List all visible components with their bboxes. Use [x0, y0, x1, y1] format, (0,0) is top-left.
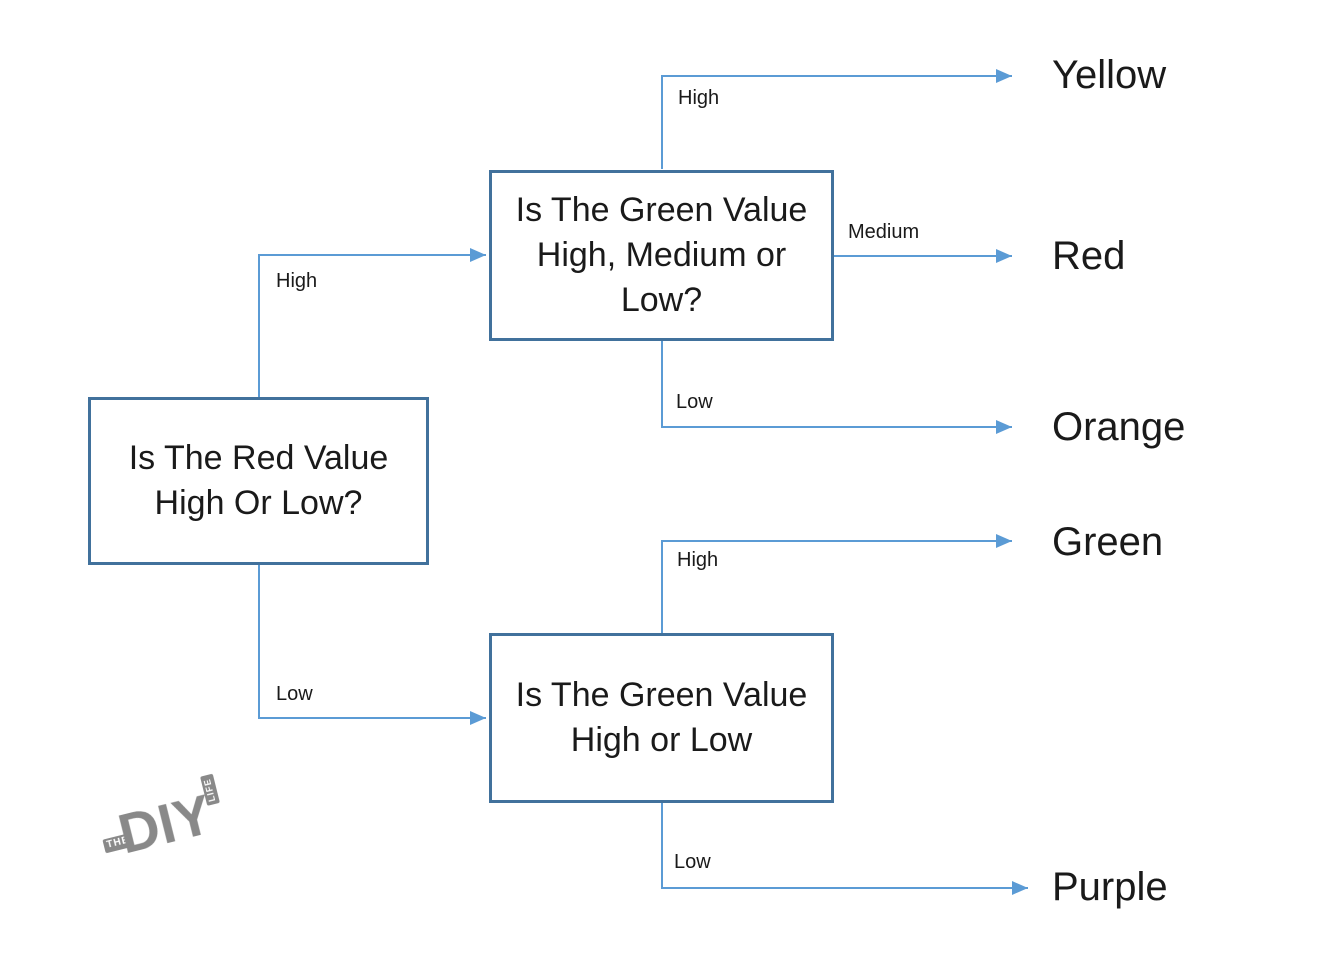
node-green-value-high-medium-low-question: Is The Green Value High, Medium or Low? — [489, 170, 834, 341]
connector-hl-low-to-purple — [661, 803, 1028, 895]
connector-root-high-to-green-hml — [258, 248, 486, 397]
outcome-green: Green — [1052, 520, 1164, 565]
branch-label-hl-low: Low — [674, 851, 711, 873]
branch-label-hml-low: Low — [676, 391, 713, 413]
outcome-yellow: Yellow — [1052, 53, 1167, 98]
branch-label-hml-high: High — [678, 87, 720, 109]
branch-label-root-low: Low — [276, 683, 313, 705]
connector-hl-high-to-green — [661, 534, 1012, 633]
node-green-value-high-low-question: Is The Green Value High or Low — [489, 633, 834, 803]
connector-root-low-to-green-hl — [258, 564, 486, 725]
outcome-purple: Purple — [1052, 865, 1168, 910]
branch-label-hl-high: High — [677, 549, 719, 571]
branch-label-root-high: High — [276, 270, 318, 292]
connector-hml-high-to-yellow — [661, 69, 1012, 169]
outcome-red: Red — [1052, 234, 1126, 279]
connector-hml-low-to-orange — [661, 341, 1012, 434]
outcome-orange: Orange — [1052, 405, 1186, 450]
node-red-value-question: Is The Red Value High Or Low? — [88, 397, 429, 565]
branch-label-hml-medium: Medium — [848, 221, 920, 243]
